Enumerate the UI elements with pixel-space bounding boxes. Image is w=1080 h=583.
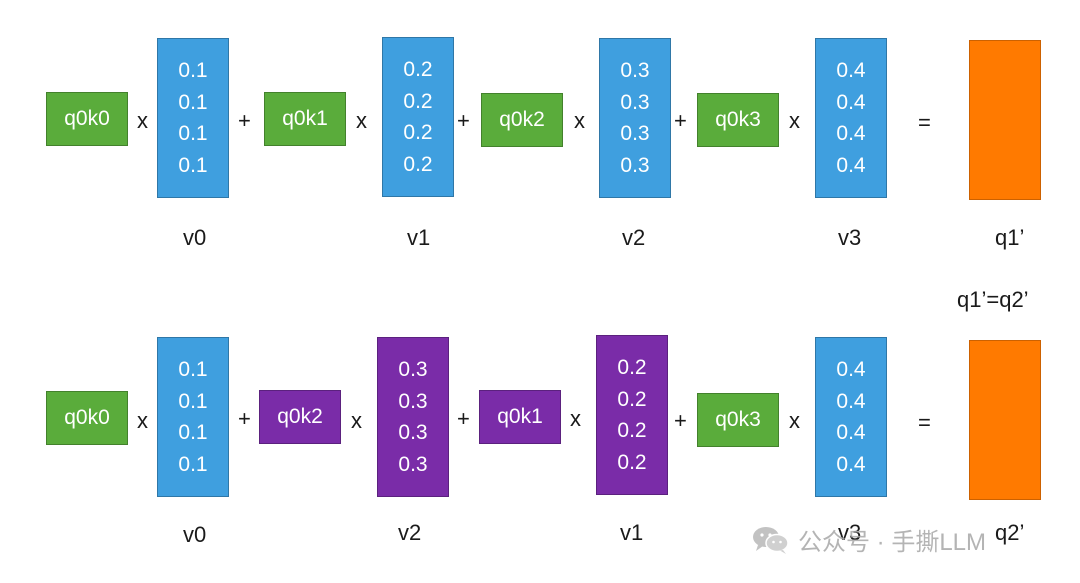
value-vector: 0.2 0.2 0.2 0.2 [596, 335, 668, 495]
key-label: q0k3 [715, 408, 761, 431]
times-operator: x [356, 108, 367, 133]
equals-operator: = [918, 410, 931, 435]
vector-value: 0.1 [178, 389, 208, 413]
plus-operator: + [674, 108, 687, 133]
vector-value: 0.4 [836, 153, 866, 177]
vector-label: v0 [183, 225, 207, 250]
vector-value: 0.4 [836, 59, 866, 82]
key-label: q0k2 [499, 108, 545, 131]
watermark: 公众号 · 手撕LLM [752, 522, 986, 557]
value-vector: 0.2 0.2 0.2 0.2 [382, 37, 454, 197]
key-label: q0k2 [277, 405, 323, 428]
key-box: q0k1 [479, 390, 561, 444]
vector-value: 0.3 [398, 358, 428, 381]
vector-label: v2 [398, 520, 422, 545]
vector-value: 0.2 [617, 387, 647, 411]
vector-value: 0.2 [403, 58, 433, 81]
vector-value: 0.4 [836, 122, 866, 145]
vector-label: v3 [838, 225, 862, 250]
key-box: q0k2 [259, 390, 341, 444]
vector-value: 0.4 [836, 421, 866, 444]
vector-value: 0.2 [403, 121, 433, 144]
key-box: q0k2 [481, 93, 563, 147]
plus-operator: + [238, 108, 251, 133]
vector-value: 0.4 [836, 389, 866, 413]
vector-label: v1 [620, 520, 644, 545]
plus-operator: + [457, 108, 470, 133]
key-label: q0k3 [715, 108, 761, 131]
key-box: q0k0 [46, 391, 128, 445]
times-operator: x [570, 406, 581, 431]
vector-value: 0.1 [178, 90, 208, 114]
vector-label: v3 [838, 520, 862, 545]
vector-value: 0.1 [178, 358, 208, 381]
key-box: q0k0 [46, 92, 128, 146]
times-operator: x [137, 408, 148, 433]
vector-value: 0.1 [178, 421, 208, 444]
times-operator: x [137, 108, 148, 133]
times-operator: x [789, 108, 800, 133]
vector-label: v1 [407, 225, 431, 250]
vector-value: 0.3 [398, 452, 428, 476]
times-operator: x [351, 408, 362, 433]
result-label: q1’ [995, 225, 1025, 250]
result-vector [969, 40, 1041, 200]
key-box: q0k1 [264, 92, 346, 146]
vector-value: 0.1 [178, 153, 208, 177]
vector-value: 0.4 [836, 452, 866, 476]
vector-value: 0.2 [617, 419, 647, 442]
vector-value: 0.1 [178, 452, 208, 476]
key-label: q0k1 [282, 107, 328, 130]
equality-note: q1’=q2’ [957, 287, 1029, 312]
plus-operator: + [674, 408, 687, 433]
equals-operator: = [918, 110, 931, 135]
key-label: q0k0 [64, 107, 110, 130]
vector-value: 0.2 [617, 356, 647, 379]
vector-value: 0.2 [403, 152, 433, 176]
watermark-text: 公众号 · 手撕LLM [798, 529, 987, 556]
vector-label: v2 [622, 225, 646, 250]
vector-value: 0.3 [398, 389, 428, 413]
vector-value: 0.3 [398, 421, 428, 444]
value-vector: 0.4 0.4 0.4 0.4 [815, 337, 887, 497]
vector-value: 0.2 [617, 450, 647, 474]
key-label: q0k0 [64, 406, 110, 429]
value-vector: 0.4 0.4 0.4 0.4 [815, 38, 887, 198]
vector-value: 0.1 [178, 122, 208, 145]
key-box: q0k3 [697, 393, 779, 447]
key-label: q0k1 [497, 405, 543, 428]
vector-value: 0.4 [836, 90, 866, 114]
times-operator: x [574, 108, 585, 133]
value-vector: 0.3 0.3 0.3 0.3 [377, 337, 449, 497]
vector-value: 0.3 [620, 59, 650, 82]
value-vector: 0.3 0.3 0.3 0.3 [599, 38, 671, 198]
vector-label: v0 [183, 522, 207, 547]
value-vector: 0.1 0.1 0.1 0.1 [157, 38, 229, 198]
result-label: q2’ [995, 520, 1025, 545]
vector-value: 0.3 [620, 153, 650, 177]
key-box: q0k3 [697, 93, 779, 147]
vector-value: 0.4 [836, 358, 866, 381]
wechat-icon [752, 525, 790, 555]
times-operator: x [789, 408, 800, 433]
value-vector: 0.1 0.1 0.1 0.1 [157, 337, 229, 497]
vector-value: 0.2 [403, 89, 433, 113]
vector-value: 0.1 [178, 59, 208, 82]
plus-operator: + [457, 406, 470, 431]
vector-value: 0.3 [620, 90, 650, 114]
vector-value: 0.3 [620, 122, 650, 145]
result-vector [969, 340, 1041, 500]
plus-operator: + [238, 406, 251, 431]
